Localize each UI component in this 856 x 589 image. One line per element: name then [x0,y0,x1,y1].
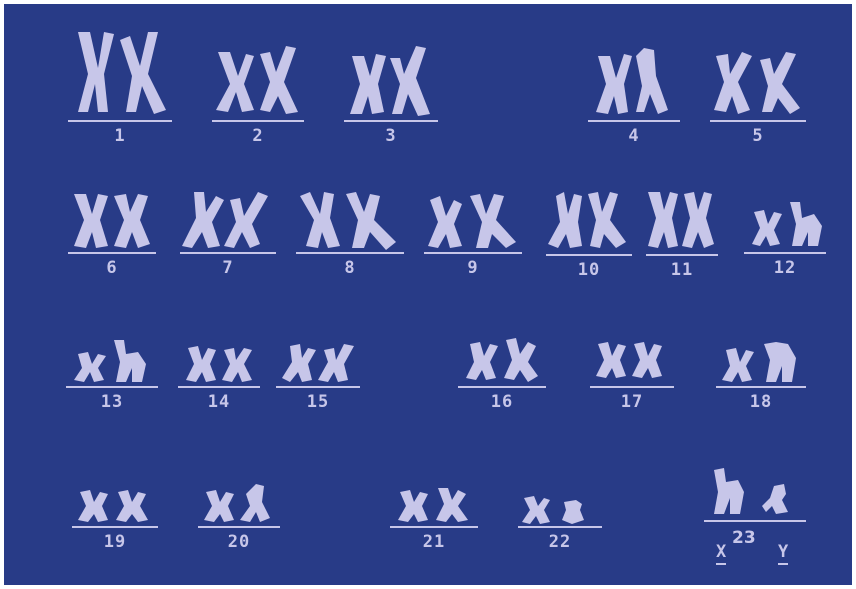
chromosome-pair-8: 8 [296,188,404,286]
divider-line [458,386,546,388]
pair-label: 16 [458,392,546,412]
pair-label: 10 [546,260,632,280]
pair-label: 7 [180,258,276,278]
pair-label: 22 [518,532,602,552]
divider-line [72,526,158,528]
divider-line [212,120,304,122]
chromosome-drawing [390,486,478,524]
divider-line [276,386,360,388]
pair-label: 14 [178,392,260,412]
sex-chromosome-pair: X 23 Y [704,466,806,566]
divider-line [424,252,522,254]
chromosome-drawing [66,338,158,384]
divider-line [546,254,632,256]
chromosome-drawing [546,188,632,254]
chromosome-drawing [180,188,276,252]
pair-label: 20 [198,532,280,552]
divider-line [744,252,826,254]
divider-line [390,526,478,528]
chromosome-drawing [646,188,718,254]
pair-label: 19 [72,532,158,552]
divider-line [178,386,260,388]
chromosome-pair-20: 20 [198,482,280,562]
pair-label: 9 [424,258,522,278]
chromosome-pair-14: 14 [178,342,260,420]
chromosome-drawing [744,198,826,250]
pair-label: 12 [744,258,826,278]
chromosome-drawing [458,336,546,384]
pair-label: 18 [716,392,806,412]
pair-label: 11 [646,260,718,280]
pair-label: 1 [68,126,172,146]
pair-label: 3 [344,126,438,146]
chromosome-pair-17: 17 [590,338,674,420]
chromosome-drawing [178,342,260,384]
chromosome-drawing [296,188,404,252]
chromosome-pair-1: 1 [68,30,172,150]
chromosome-drawing [276,340,360,384]
pair-label: 8 [296,258,404,278]
pair-label: 15 [276,392,360,412]
chromosome-drawing [588,46,680,122]
chromosome-drawing [72,486,158,524]
pair-label: 23 [732,528,756,548]
chromosome-drawing [716,338,806,384]
chromosome-drawing [710,46,806,122]
chromosome-pair-22: 22 [518,490,602,562]
pair-label: 21 [390,532,478,552]
chromosome-drawing [518,490,602,526]
chromosome-pair-4: 4 [588,46,680,150]
chromosome-pair-10: 10 [546,188,632,286]
y-chromosome-label: Y [778,542,788,565]
chromosome-drawing [212,42,304,122]
chromosome-pair-21: 21 [390,486,478,562]
chromosome-drawing [590,338,674,384]
pair-label: 2 [212,126,304,146]
divider-line [704,520,806,522]
divider-line [588,120,680,122]
chromosome-pair-7: 7 [180,188,276,286]
chromosome-pair-13: 13 [66,338,158,420]
chromosome-drawing [198,482,280,524]
pair-label: 5 [710,126,806,146]
chromosome-pair-5: 5 [710,46,806,150]
divider-line [68,252,156,254]
chromosome-pair-11: 11 [646,188,718,286]
chromosome-pair-6: 6 [68,190,156,286]
divider-line [180,252,276,254]
divider-line [590,386,674,388]
karyotype-board: 1 2 3 4 5 [4,4,852,585]
divider-line [344,120,438,122]
chromosome-pair-18: 18 [716,338,806,420]
pair-label: 17 [590,392,674,412]
chromosome-pair-19: 19 [72,486,158,562]
divider-line [66,386,158,388]
divider-line [716,386,806,388]
chromosome-pair-15: 15 [276,340,360,420]
chromosome-pair-9: 9 [424,190,522,286]
chromosome-drawing [704,466,806,518]
divider-line [68,120,172,122]
pair-label: 13 [66,392,158,412]
x-chromosome-label: X [716,542,726,565]
pair-label: 6 [68,258,156,278]
chromosome-drawing [424,190,522,252]
divider-line [518,526,602,528]
divider-line [296,252,404,254]
divider-line [710,120,806,122]
divider-line [646,254,718,256]
chromosome-drawing [344,44,438,122]
chromosome-drawing [68,190,156,252]
chromosome-pair-2: 2 [212,42,304,150]
divider-line [198,526,280,528]
chromosome-pair-12: 12 [744,198,826,284]
chromosome-drawing [68,30,172,120]
chromosome-pair-16: 16 [458,336,546,420]
chromosome-pair-3: 3 [344,44,438,150]
pair-label: 4 [588,126,680,146]
